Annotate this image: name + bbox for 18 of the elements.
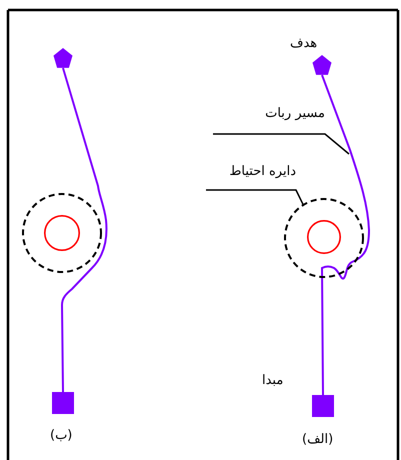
leader-line [213, 133, 350, 155]
safety-circle [22, 193, 102, 273]
goal-pentagon [312, 55, 332, 75]
safety-circle [284, 198, 364, 278]
start-label: مبدا [262, 373, 284, 389]
goal-pentagon [53, 48, 73, 68]
start-square [52, 392, 74, 414]
panel-label: (ب) [50, 428, 72, 444]
goal-label: هدف [290, 36, 318, 52]
path-label: مسیر ربات [265, 106, 325, 122]
start-square [312, 395, 334, 417]
leader-line [206, 189, 304, 206]
robot-path [321, 74, 370, 395]
obstacle-circle [44, 215, 80, 251]
obstacle-circle [307, 220, 341, 254]
panel-label: (الف) [302, 432, 334, 448]
robot-path [61, 68, 108, 392]
safety-circle-label: دایره احتیاط [229, 164, 296, 180]
